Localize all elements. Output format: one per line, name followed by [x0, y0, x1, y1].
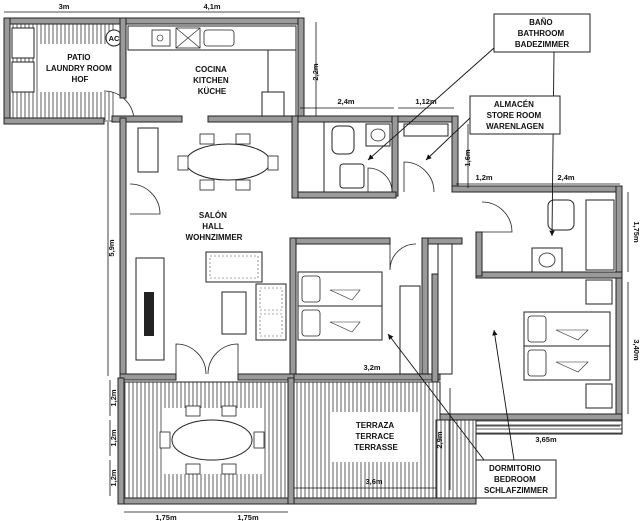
- dimension-labels: 3m 4,1m 2,2m 2,4m 1,12m 1,6m 1,2m 2,4m 1…: [59, 2, 640, 521]
- dim-top-kitchen: 4,1m: [203, 2, 220, 11]
- dim-bath2-width: 2,4m: [557, 173, 574, 182]
- dim-terrace-h1: 1,2m: [109, 389, 118, 406]
- dim-salon-height: 5,9m: [107, 239, 116, 256]
- walls: [111, 17, 623, 421]
- dim-store-width: 1,12m: [415, 97, 437, 106]
- dim-bottom-1: 1,75m: [155, 513, 177, 521]
- patio-label: PATIO LAUNDRY ROOM HOF: [46, 53, 114, 84]
- dim-bedroom1-width: 3,2m: [363, 363, 380, 372]
- callout-bedroom: DORMITORIO BEDROOM SCHLAFZIMMER: [387, 329, 557, 499]
- bathroom-2: [481, 199, 615, 273]
- kitchen-label: COCINA KITCHEN KÜCHE: [193, 65, 231, 96]
- bedroom-2: [437, 243, 613, 409]
- dimension-lines: [4, 11, 629, 513]
- ac-label: AC: [109, 34, 120, 43]
- svg-text:BAÑO BATHROOM BADE: BAÑO BATHROOM BADEZIMMER: [515, 18, 569, 49]
- store-room: [403, 123, 449, 193]
- svg-text:ALMACÉN STORE ROOM: ALMACÉN STORE ROOM WARENLAGEN: [486, 100, 544, 131]
- dim-terrace-h3: 1,2m: [109, 469, 118, 486]
- kitchen-room: COCINA KITCHEN KÜCHE: [127, 25, 297, 117]
- dim-hall-gap: 1,2m: [475, 173, 492, 182]
- callout-storage: ALMACÉN STORE ROOM WARENLAGEN: [425, 95, 561, 161]
- dim-bath2-height: 1,75m: [632, 221, 640, 243]
- ac-unit: AC: [105, 29, 123, 47]
- salon-label: SALÓN HALL WOHNZIMMER: [186, 211, 243, 242]
- dim-bath-width: 2,4m: [337, 97, 354, 106]
- dim-bedroom2-width: 3,65m: [535, 435, 557, 444]
- dim-terrace-width: 3,6m: [365, 477, 382, 486]
- dim-terrace-h2: 1,2m: [109, 429, 118, 446]
- dim-kitchen-height: 2,2m: [311, 63, 320, 80]
- callout-bathroom: BAÑO BATHROOM BADEZIMMER: [367, 13, 591, 237]
- dim-store-height: 1,6m: [463, 149, 472, 166]
- dim-bottom-2: 1,75m: [237, 513, 259, 521]
- dim-bedroom2-height: 3,40m: [632, 339, 640, 361]
- bedroom-1: [297, 243, 421, 375]
- dim-top-patio: 3m: [59, 2, 70, 11]
- salon-room: SALÓN HALL WOHNZIMMER: [129, 127, 287, 375]
- svg-text:DORMITORIO BEDROOM: DORMITORIO BEDROOM SCHLAFZIMMER: [484, 464, 548, 495]
- dim-terrace-depth: 2,9m: [435, 431, 444, 448]
- terrace-label: TERRAZA TERRACE TERRASSE: [354, 421, 398, 452]
- terrace: TERRAZA TERRACE TERRASSE: [117, 377, 623, 505]
- bathroom-1: [297, 121, 393, 193]
- patio-room: AC PATIO LAUNDRY ROOM HOF: [3, 17, 135, 125]
